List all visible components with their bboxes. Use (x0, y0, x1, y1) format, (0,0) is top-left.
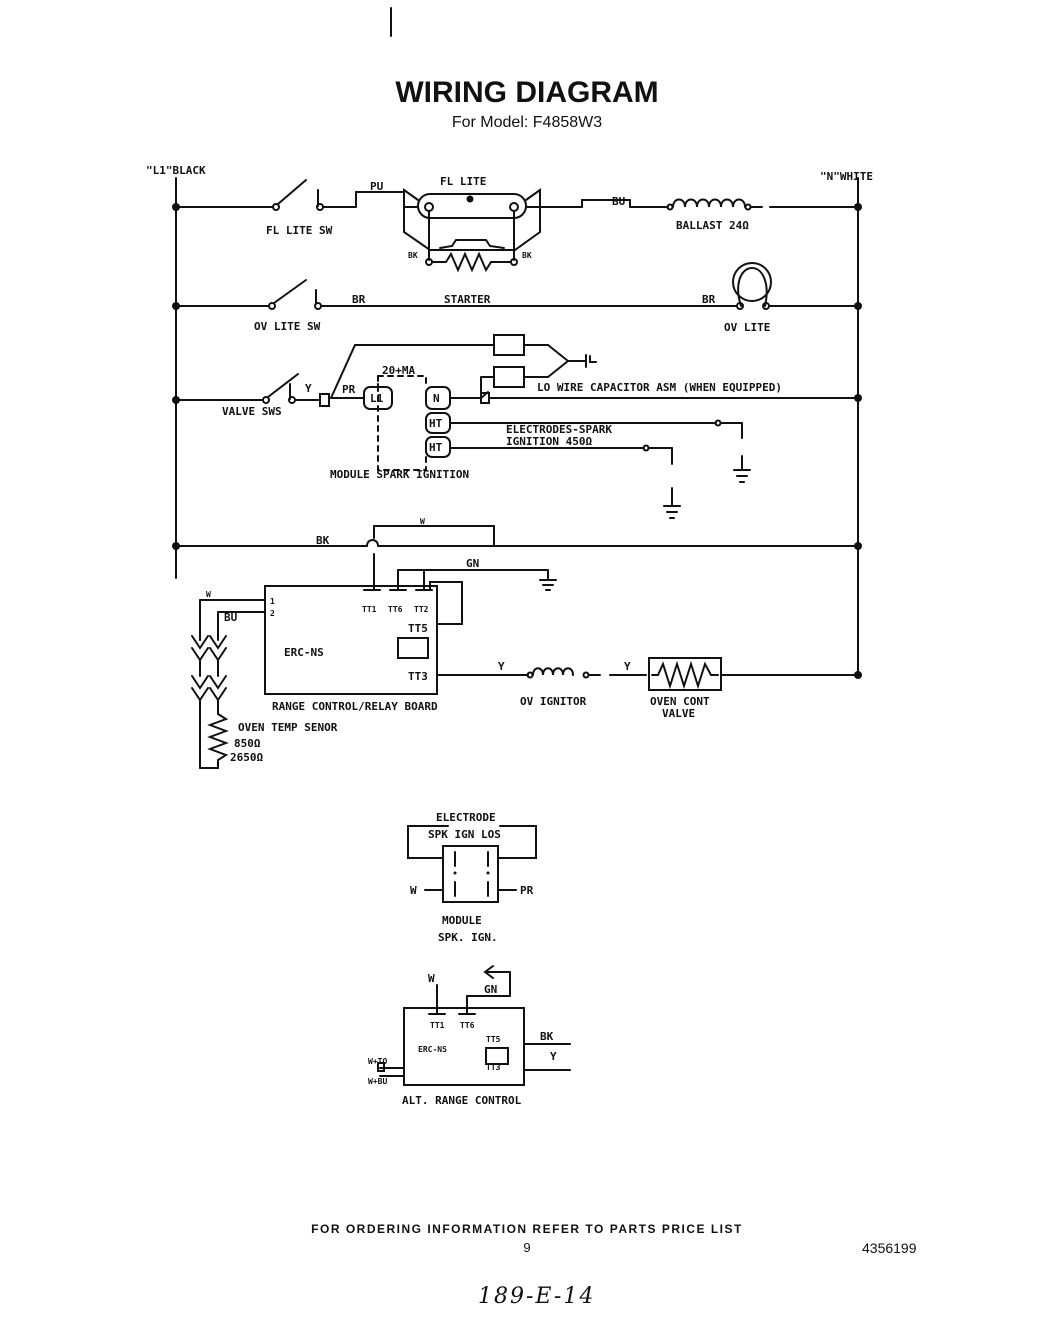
ballast-label: BALLAST 24Ω (676, 219, 749, 232)
rating-label: 20+MA (382, 364, 415, 377)
page-title: WIRING DIAGRAM (395, 76, 659, 109)
module-spk-ign-los-label: SPK IGN LOS (428, 828, 501, 841)
board-label: RANGE CONTROL/RELAY BOARD (272, 700, 438, 713)
wire-bk-right-label: BK (522, 251, 532, 260)
alt-gn-label: GN (484, 983, 497, 996)
electrodes-label-1: ELECTRODES-SPARK (506, 423, 612, 436)
alt-tt3-label: TT3 (486, 1063, 501, 1072)
model-subtitle: For Model: F4858W3 (451, 114, 603, 131)
alt-range-control (377, 965, 571, 1086)
terminal-2-label: 2 (270, 609, 275, 618)
range-control-circuit (175, 525, 859, 769)
alt-erc-ns-label: ERC-NS (418, 1045, 447, 1054)
wire-y-label: Y (305, 382, 312, 395)
wire-y-valve-label: Y (624, 660, 631, 673)
ov-lite-label: OV LITE (724, 321, 770, 334)
wire-bk-left-label: BK (408, 251, 418, 260)
ov-lite-sw-label: OV LITE SW (254, 320, 321, 333)
wire-bk-mid-label: BK (316, 534, 330, 547)
terminal-1-label: 1 (270, 597, 275, 606)
module-detail (407, 825, 537, 903)
l1-black-label: "L1"BLACK (146, 164, 206, 177)
ht-terminal-1-label: HT (429, 417, 443, 430)
oven-temp-sensor-label: OVEN TEMP SENOR (238, 721, 338, 734)
wire-w-left-label: W (206, 590, 211, 599)
wire-w-top-label: W (420, 517, 425, 526)
capacitor-label: LO WIRE CAPACITOR ASM (WHEN EQUIPPED) (537, 381, 782, 394)
tt1-label: TT1 (362, 605, 377, 614)
n-white-label: "N"WHITE (820, 170, 873, 183)
oven-cont-label-1: OVEN CONT (650, 695, 710, 708)
resistance-2650-label: 2650Ω (230, 751, 263, 764)
rail-junctions (172, 203, 862, 875)
module-spark-label: MODULE SPARK IGNITION (330, 468, 469, 481)
ordering-info: FOR ORDERING INFORMATION REFER TO PARTS … (311, 1222, 743, 1236)
resistance-850-label: 850Ω (234, 737, 261, 750)
wire-pu-label: PU (370, 180, 384, 193)
wire-br-right-label: BR (702, 293, 716, 306)
document-number: 4356199 (862, 1240, 917, 1256)
alt-y-label: Y (550, 1050, 557, 1063)
alt-bk-label: BK (540, 1030, 554, 1043)
alt-w-to-label: W+TO (368, 1057, 387, 1066)
alt-w-bu-label: W+BU (368, 1077, 387, 1086)
n-terminal-label: N (433, 392, 440, 405)
alt-w-label: W (428, 972, 435, 985)
tt5-label: TT5 (408, 622, 428, 635)
module-w-label: W (410, 884, 417, 897)
module-spk-ign-label: SPK. IGN. (438, 931, 498, 944)
wire-y-ignitor-label: Y (498, 660, 505, 673)
wire-br-left-label: BR (352, 293, 366, 306)
valve-sws-label: VALVE SWS (222, 405, 282, 418)
fl-lite-circuit (175, 179, 859, 273)
tt6-label: TT6 (388, 605, 403, 614)
ov-lite-circuit (175, 262, 859, 310)
starter-label: STARTER (444, 293, 491, 306)
module-electrode-label: ELECTRODE (436, 811, 496, 824)
wire-pr-label: PR (342, 383, 356, 396)
handwritten-note: 189-E-14 (478, 1284, 596, 1309)
ov-ignitor-label: OV IGNITOR (520, 695, 587, 708)
alt-tt5-label: TT5 (486, 1035, 501, 1044)
ht-terminal-2-label: HT (429, 441, 443, 454)
electrodes-label-2: IGNITION 450Ω (506, 435, 592, 448)
tt3-label: TT3 (408, 670, 428, 683)
tt2-label: TT2 (414, 605, 429, 614)
fl-lite-sw-label: FL LITE SW (266, 224, 333, 237)
wire-bu-left-label: BU (224, 611, 238, 624)
alt-tt1-label: TT1 (430, 1021, 445, 1030)
module-label: MODULE (442, 914, 482, 927)
l1-terminal-label: L1 (370, 392, 384, 405)
erc-ns-label: ERC-NS (284, 646, 324, 659)
alt-range-control-caption: ALT. RANGE CONTROL (402, 1094, 522, 1107)
wire-bu-label: BU (612, 195, 626, 208)
alt-tt6-label: TT6 (460, 1021, 475, 1030)
wire-gn-label: GN (466, 557, 479, 570)
oven-cont-label-2: VALVE (662, 707, 695, 720)
module-pr-label: PR (520, 884, 534, 897)
valve-spark-circuit (175, 334, 859, 519)
page-number: 9 (523, 1240, 531, 1255)
fl-lite-label: FL LITE (440, 175, 486, 188)
